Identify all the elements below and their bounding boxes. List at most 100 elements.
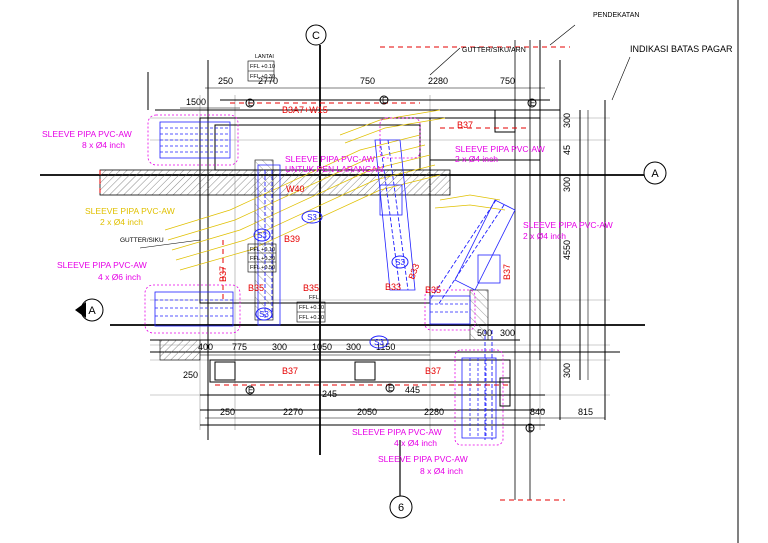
- svg-text:C: C: [312, 30, 320, 42]
- svg-text:250: 250: [183, 370, 198, 380]
- svg-text:500: 500: [477, 328, 492, 338]
- sleeve-label-8: SLEEVE PIPA PVC-AW 8 x Ø4 inch: [378, 454, 468, 476]
- bottom-dimensions-row2: 250 2270 2050 2280 840 815: [220, 407, 593, 417]
- svg-text:775: 775: [232, 342, 247, 352]
- beam-labels: B3A7+W15 B37 B39 B35 B35 B37 B37 B37 B33…: [218, 105, 512, 376]
- svg-text:SLEEVE PIPA PVC-AW: SLEEVE PIPA PVC-AW: [57, 260, 147, 270]
- svg-text:SLEEVE PIPA PVC-AW: SLEEVE PIPA PVC-AW: [42, 129, 132, 139]
- bottom-misc-dims: 250 245 445 500 300: [183, 328, 515, 399]
- svg-text:245: 245: [322, 389, 337, 399]
- svg-text:445: 445: [405, 385, 420, 395]
- sleeve-labels: SLEEVE PIPA PVC-AW 8 x Ø4 inch SLEEVE PI…: [42, 129, 613, 476]
- svg-text:A: A: [88, 305, 96, 317]
- top-right-label: PENDEKATAN: [593, 12, 639, 19]
- level-legend-3: FFL FFL +0.10 FFL +0.30: [296, 295, 326, 323]
- svg-text:250: 250: [220, 407, 235, 417]
- svg-text:8 x Ø4 inch: 8 x Ø4 inch: [82, 140, 125, 150]
- svg-text:2 x Ø4 inch: 2 x Ø4 inch: [523, 231, 566, 241]
- svg-text:UNTUK PEN LARANGAN: UNTUK PEN LARANGAN: [285, 164, 383, 174]
- bottom-dimensions-row1: 400 775 300 1050 300 1150: [198, 342, 395, 352]
- grid-bubble-right: A: [643, 161, 667, 185]
- level-legend-2: FFL +0.10 FFL +0.30 FFL +0.50: [247, 243, 277, 273]
- svg-text:B37: B37: [502, 264, 512, 280]
- svg-text:SLEEVE PIPA PVC-AW: SLEEVE PIPA PVC-AW: [378, 454, 468, 464]
- svg-text:8 x Ø4 inch: 8 x Ø4 inch: [420, 466, 463, 476]
- svg-text:300: 300: [272, 342, 287, 352]
- svg-text:B33: B33: [385, 282, 401, 292]
- sleeve-label-6: SLEEVE PIPA PVC-AW 4 x Ø6 inch: [57, 260, 147, 282]
- svg-text:FFL: FFL: [309, 295, 319, 301]
- sleeve-label-5: SLEEVE PIPA PVC-AW 2 x Ø4 inch: [85, 206, 175, 227]
- svg-text:45: 45: [562, 145, 572, 155]
- svg-text:S3: S3: [257, 231, 267, 240]
- level-legend-1: LANTAI FFL +0.10 FFL +0.30: [247, 54, 275, 82]
- svg-text:B39: B39: [284, 234, 300, 244]
- sleeve-label-2: SLEEVE PIPA PVC-AW UNTUK PEN LARANGAN: [285, 154, 383, 174]
- svg-text:E: E: [382, 96, 387, 105]
- dimension-lines: [180, 87, 605, 419]
- hatched-beams: [99, 159, 489, 361]
- svg-text:4 x Ø4 inch: 4 x Ø4 inch: [394, 438, 437, 448]
- svg-text:B37: B37: [425, 366, 441, 376]
- svg-text:300: 300: [562, 363, 572, 378]
- svg-text:E: E: [248, 386, 253, 395]
- svg-text:S3: S3: [395, 258, 405, 267]
- svg-text:E: E: [388, 384, 393, 393]
- ramp-contours: [164, 109, 506, 271]
- svg-text:2280: 2280: [428, 76, 448, 86]
- right-dimensions: 300 45 300 4550 300: [562, 113, 572, 378]
- grid-bubble-left: A: [75, 298, 104, 322]
- leaders: [139, 24, 631, 249]
- gutter-top-label: GUTTER/SIKU/ARN: [462, 47, 526, 54]
- svg-text:W40: W40: [286, 184, 305, 194]
- svg-text:SLEEVE PIPA PVC-AW: SLEEVE PIPA PVC-AW: [85, 206, 175, 216]
- svg-text:2050: 2050: [357, 407, 377, 417]
- blue-outlines: [257, 139, 516, 326]
- svg-text:400: 400: [198, 342, 213, 352]
- svg-text:S3: S3: [259, 310, 269, 319]
- svg-text:2 x Ø4 inch: 2 x Ø4 inch: [100, 217, 143, 227]
- svg-text:300: 300: [346, 342, 361, 352]
- svg-text:B35: B35: [425, 285, 441, 295]
- slab-tags: S3 S3 S3 S3 S3: [253, 210, 409, 349]
- svg-text:300: 300: [562, 177, 572, 192]
- svg-text:FFL +0.10: FFL +0.10: [250, 64, 275, 70]
- svg-text:300: 300: [500, 328, 515, 338]
- svg-text:750: 750: [500, 76, 515, 86]
- svg-text:1150: 1150: [376, 342, 395, 352]
- svg-text:2270: 2270: [283, 407, 303, 417]
- svg-text:B35: B35: [248, 283, 264, 293]
- grid-bubble-top: C: [305, 24, 327, 46]
- svg-text:1500: 1500: [186, 97, 206, 107]
- sleeve-label-7: SLEEVE PIPA PVC-AW 4 x Ø4 inch: [352, 427, 442, 448]
- fence-label: INDIKASI BATAS PAGAR: [630, 44, 733, 54]
- svg-text:SLEEVE PIPA PVC-AW: SLEEVE PIPA PVC-AW: [285, 154, 375, 164]
- sleeve-label-3: SLEEVE PIPA PVC-AW 2 x Ø4 inch: [455, 144, 545, 164]
- svg-text:FFL +0.10: FFL +0.10: [250, 247, 275, 253]
- svg-text:750: 750: [360, 76, 375, 86]
- gutter-small-label: GUTTER/SIKU: [120, 237, 164, 244]
- svg-text:B37: B37: [218, 266, 228, 282]
- top-dimensions: 250 2770 750 2280 750 1500: [186, 76, 515, 107]
- sleeve-label-4: SLEEVE PIPA PVC-AW 2 x Ø4 inch: [523, 220, 613, 241]
- svg-text:S3: S3: [307, 213, 317, 222]
- svg-text:1050: 1050: [312, 342, 332, 352]
- svg-text:FFL +0.30: FFL +0.30: [250, 256, 275, 262]
- sleeve-label-1: SLEEVE PIPA PVC-AW 8 x Ø4 inch: [42, 129, 132, 150]
- svg-text:B35: B35: [303, 283, 319, 293]
- svg-text:815: 815: [578, 407, 593, 417]
- svg-text:6: 6: [398, 502, 404, 514]
- svg-text:A: A: [651, 168, 659, 180]
- svg-text:250: 250: [218, 76, 233, 86]
- svg-text:FFL +0.30: FFL +0.30: [250, 74, 275, 80]
- svg-text:E: E: [528, 424, 533, 433]
- svg-text:LANTAI: LANTAI: [255, 54, 274, 60]
- svg-text:SLEEVE PIPA PVC-AW: SLEEVE PIPA PVC-AW: [523, 220, 613, 230]
- svg-text:E: E: [248, 99, 253, 108]
- svg-text:4550: 4550: [562, 240, 572, 260]
- svg-text:B33: B33: [406, 262, 421, 280]
- svg-text:2280: 2280: [424, 407, 444, 417]
- svg-text:FFL +0.50: FFL +0.50: [250, 265, 275, 271]
